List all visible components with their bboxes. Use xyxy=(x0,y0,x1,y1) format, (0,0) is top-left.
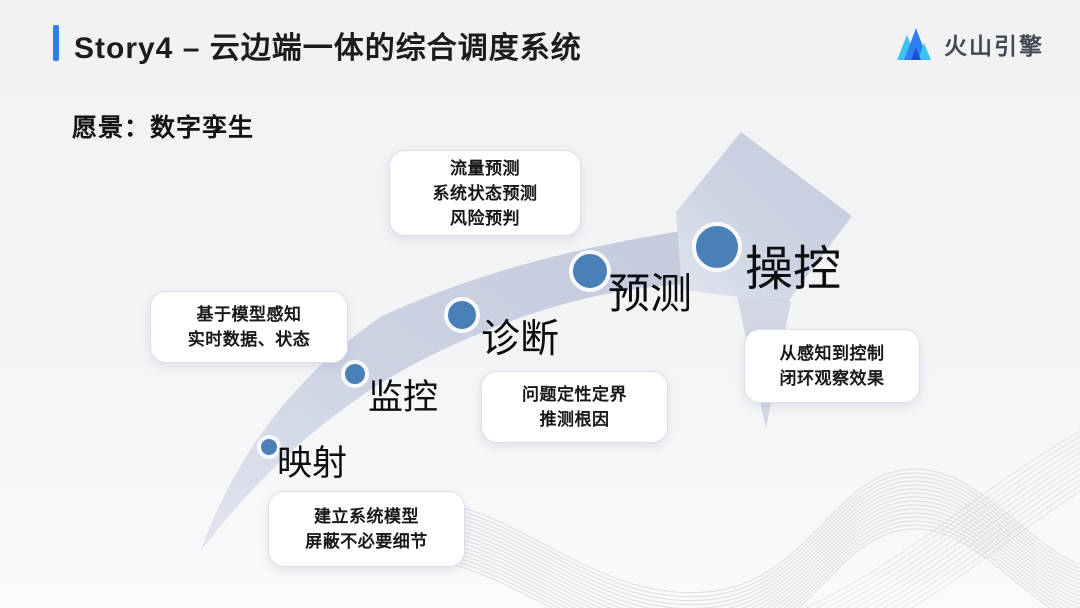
slide-title: Story4 – 云边端一体的综合调度系统 xyxy=(74,32,582,65)
stage-dot-mapping xyxy=(257,435,281,459)
note-line: 系统状态预测 xyxy=(432,183,538,203)
note-line: 流量预测 xyxy=(450,158,520,178)
stage-dot-diagnosis xyxy=(444,297,480,333)
note-line: 闭环观察效果 xyxy=(779,369,885,388)
note-box-prediction: 流量预测 系统状态预测 风险预判 xyxy=(389,150,581,236)
stage-dot-prediction xyxy=(569,250,611,292)
note-line: 问题定性定界 xyxy=(522,385,627,404)
slide-header: Story4 – 云边端一体的综合调度系统 火山引擎 xyxy=(0,0,1080,80)
stage-label-diagnosis: 诊断 xyxy=(481,318,560,361)
note-line: 建立系统模型 xyxy=(314,507,419,526)
slide-subtitle: 愿景：数字孪生 xyxy=(72,114,255,142)
title-accent-bar xyxy=(53,25,59,61)
stage-label-mapping: 映射 xyxy=(277,444,348,483)
logo-wordmark: 火山引擎 xyxy=(944,33,1044,59)
note-line: 基于模型感知 xyxy=(196,305,302,324)
note-line: 从感知到控制 xyxy=(779,344,885,363)
note-box-control: 从感知到控制 闭环观察效果 xyxy=(744,329,920,403)
arrow-swoosh-band xyxy=(200,230,690,552)
note-line: 屏蔽不必要细节 xyxy=(305,532,428,551)
note-line: 推测根因 xyxy=(539,410,610,429)
note-line: 风险预判 xyxy=(450,208,520,228)
volcano-engine-logo: 火山引擎 xyxy=(895,26,1044,62)
wave-ribbon-decoration xyxy=(454,468,1080,608)
note-box-mapping: 建立系统模型 屏蔽不必要细节 xyxy=(268,491,465,567)
stage-label-prediction: 预测 xyxy=(608,270,693,317)
stage-label-control: 操控 xyxy=(745,243,842,296)
stage-label-monitoring: 监控 xyxy=(368,378,439,417)
stage-dot-control xyxy=(692,222,742,272)
stage-dot-monitoring xyxy=(341,360,369,388)
note-box-diagnosis: 问题定性定界 推测根因 xyxy=(481,371,668,443)
note-box-monitoring: 基于模型感知 实时数据、状态 xyxy=(150,291,348,363)
mountain-logo-icon xyxy=(897,28,931,60)
note-line: 实时数据、状态 xyxy=(187,330,311,349)
